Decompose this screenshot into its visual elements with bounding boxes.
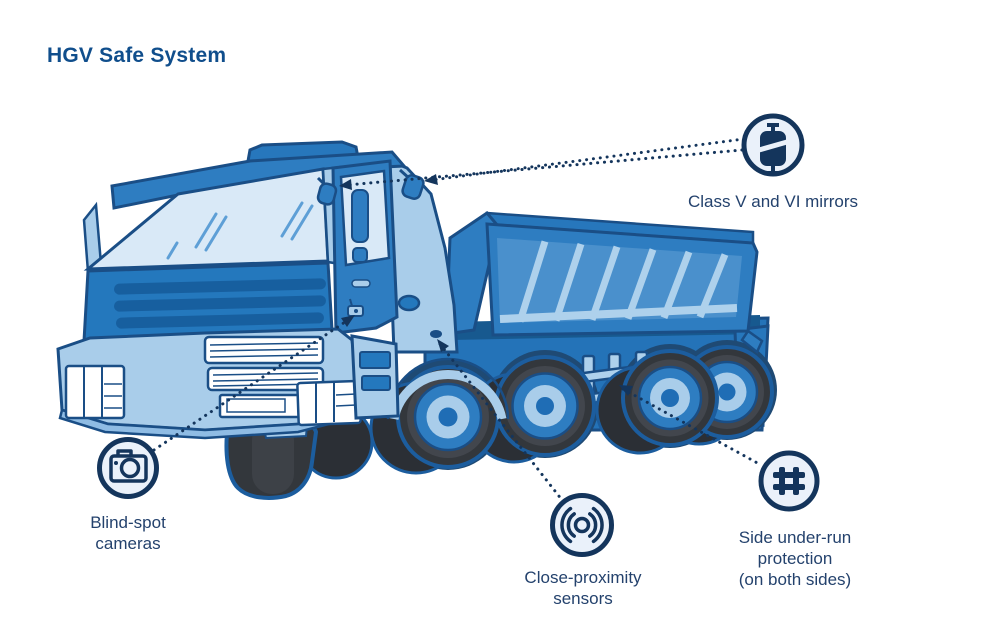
- tipper-ribs: [516, 240, 729, 323]
- arrow-camera: [341, 315, 355, 327]
- arrow-sensor: [437, 339, 449, 352]
- truck-cab: [56, 140, 459, 440]
- fuel-cap: [397, 294, 421, 312]
- arrow-mirror-right: [424, 174, 438, 185]
- callout-icons: [97, 113, 820, 557]
- camera-icon: [97, 437, 159, 499]
- side-guard-icon: [758, 450, 820, 512]
- label-line: protection: [757, 549, 833, 568]
- truck-tipper-body: [444, 211, 764, 354]
- headlight-right: [296, 379, 362, 427]
- label-line: Side under-run: [738, 528, 852, 547]
- label-line: cameras: [95, 534, 161, 553]
- cab-side-panel: [388, 158, 459, 354]
- label-line: Close-proximity: [524, 568, 642, 587]
- label-line: sensors: [553, 589, 613, 608]
- bumper-grilles: [203, 335, 325, 392]
- callout-arrowheads: [339, 174, 633, 396]
- label-class-v-vi-mirrors: Class V and VI mirrors: [688, 191, 858, 212]
- label-line: Class V and VI mirrors: [687, 192, 859, 211]
- mirror-icon: [741, 113, 805, 177]
- connector-sensor: [438, 342, 564, 502]
- label-close-proximity-sensors: Close-proximity sensors: [524, 567, 641, 609]
- front-grille-panel: [82, 261, 334, 343]
- headlight-left: [64, 364, 126, 420]
- truck-wheels: [224, 345, 774, 500]
- connector-mirror-left: [345, 148, 744, 187]
- arrow-mirror-left: [339, 179, 352, 190]
- label-line: (on both sides): [738, 570, 852, 589]
- front-bumper: [56, 327, 362, 440]
- connector-camera: [152, 318, 350, 452]
- label-line: Blind-spot: [90, 513, 166, 532]
- proximity-sensor-unit: [430, 330, 442, 338]
- cab-mirror-left: [316, 176, 338, 206]
- door-steps: [350, 334, 400, 420]
- connector-side-guard: [621, 387, 763, 467]
- windshield-streaks: [166, 201, 314, 260]
- truck-illustration: [56, 140, 777, 500]
- callout-connectors: [152, 137, 763, 502]
- wheel-front-2: [369, 365, 500, 475]
- label-side-under-run-protection: Side under-run protection (on both sides…: [739, 527, 851, 590]
- blind-spot-camera-unit: [347, 298, 364, 317]
- proximity-sensor-icon: [550, 493, 614, 557]
- connector-mirror-right: [430, 137, 746, 182]
- arrow-side-guard: [619, 385, 633, 396]
- wheel-rear-1: [595, 349, 719, 455]
- page-title: HGV Safe System: [47, 44, 227, 67]
- cab-door: [331, 159, 399, 335]
- cab-mirror-right: [398, 168, 425, 200]
- label-blind-spot-cameras: Blind-spot cameras: [90, 512, 166, 554]
- number-plate: [218, 393, 322, 419]
